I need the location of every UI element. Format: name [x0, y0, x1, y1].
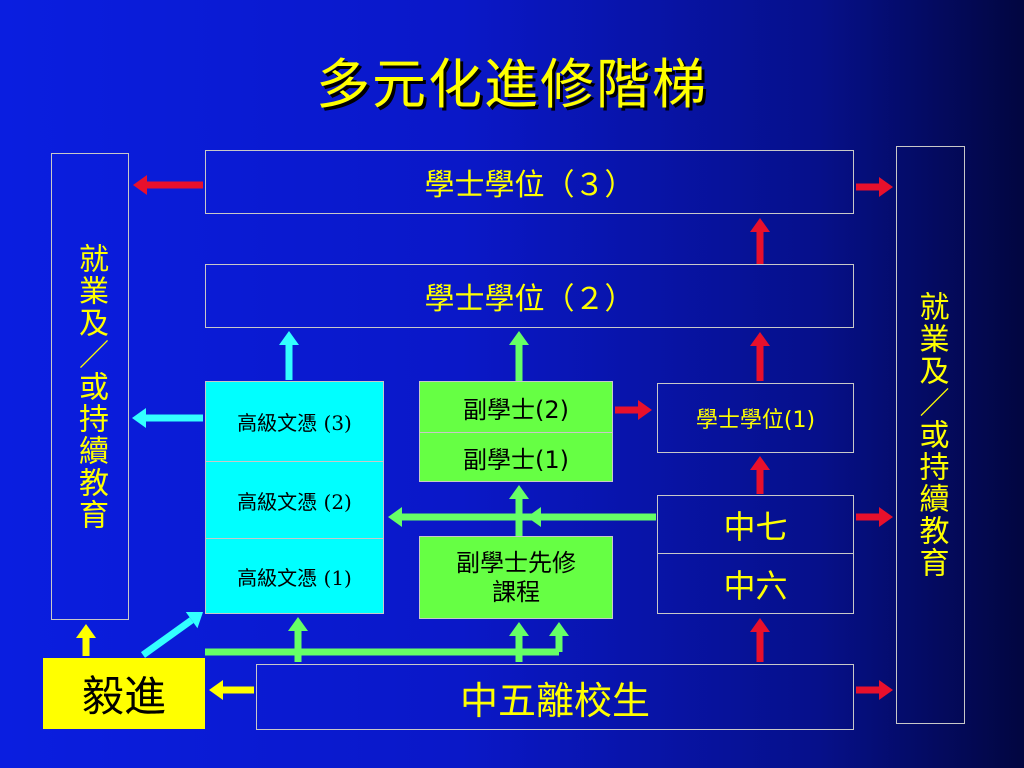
- arrow-pread-to-ad1: [509, 485, 529, 536]
- right-outcome-label: 就業及／或持續教育: [913, 291, 949, 579]
- form5-leavers-label: 中五離校生: [459, 678, 650, 723]
- arrow-yijin-to-pread: [549, 622, 569, 652]
- arrow-ad-to-degree2: [509, 331, 529, 381]
- secondary-6-box: 中六: [657, 553, 854, 614]
- arrow-degree1-to-degree2: [750, 332, 770, 381]
- pre-associate-label-line1: 副學士先修: [456, 548, 576, 577]
- arrow-s5-to-right: [856, 680, 893, 700]
- degree-2-box: 學士學位（２）: [205, 264, 854, 328]
- arrow-s7-to-pread: [527, 507, 656, 527]
- pre-associate-box: 副學士先修 課程: [419, 536, 613, 619]
- secondary-6-label: 中六: [723, 566, 788, 605]
- right-outcome-box: 就業及／或持續教育: [896, 146, 965, 724]
- higher-diploma-3-box: 高級文憑 (3): [205, 381, 384, 462]
- form5-leavers-box: 中五離校生: [256, 664, 854, 730]
- secondary-7-label: 中七: [723, 507, 788, 546]
- arrow-degree3-to-left: [133, 175, 203, 195]
- arrow-degree2-to-degree3: [750, 218, 770, 264]
- arrow-yijin-to-left: [76, 624, 96, 656]
- pre-associate-label-line2: 課程: [492, 577, 540, 606]
- arrow-s7-to-degree1: [750, 456, 770, 494]
- higher-diploma-2-box: 高級文憑 (2): [205, 461, 384, 539]
- yijin-label: 毅進: [81, 672, 166, 721]
- yijin-box: 毅進: [43, 658, 205, 729]
- associate-degree-1-label: 副學士(1): [463, 445, 569, 474]
- arrow-hd3-to-degree2: [279, 331, 299, 380]
- degree-3-box: 學士學位（３）: [205, 150, 854, 214]
- arrow-yijin-to-hd1: [140, 612, 203, 658]
- associate-degree-1-box: 副學士(1): [419, 432, 613, 482]
- arrow-degree3-to-right: [856, 177, 893, 197]
- left-outcome-box: 就業及／或持續教育: [51, 153, 129, 620]
- arrow-s5-to-yijin: [209, 680, 254, 700]
- higher-diploma-1-box: 高級文憑 (1): [205, 538, 384, 614]
- degree-1-label: 學士學位(1): [695, 408, 816, 433]
- degree-1-box: 學士學位(1): [657, 383, 854, 453]
- degree-3-label: 學士學位（３）: [424, 168, 635, 203]
- higher-diploma-1-label: 高級文憑 (1): [237, 565, 352, 590]
- arrow-s5-to-s6: [750, 618, 770, 662]
- higher-diploma-2-label: 高級文憑 (2): [237, 489, 352, 514]
- page-title: 多元化進修階梯: [316, 53, 708, 116]
- arrow-s5-to-pread: [509, 622, 529, 662]
- arrow-s7-to-right: [856, 507, 893, 527]
- arrow-hd3-to-left: [132, 408, 203, 428]
- arrow-ad2-to-degree1: [615, 400, 652, 420]
- degree-2-label: 學士學位（２）: [424, 282, 635, 317]
- higher-diploma-3-label: 高級文憑 (3): [237, 411, 352, 435]
- associate-degree-2-label: 副學士(2): [463, 395, 569, 424]
- arrow-s5-to-hd1: [288, 617, 308, 662]
- left-outcome-label: 就業及／或持續教育: [73, 242, 108, 531]
